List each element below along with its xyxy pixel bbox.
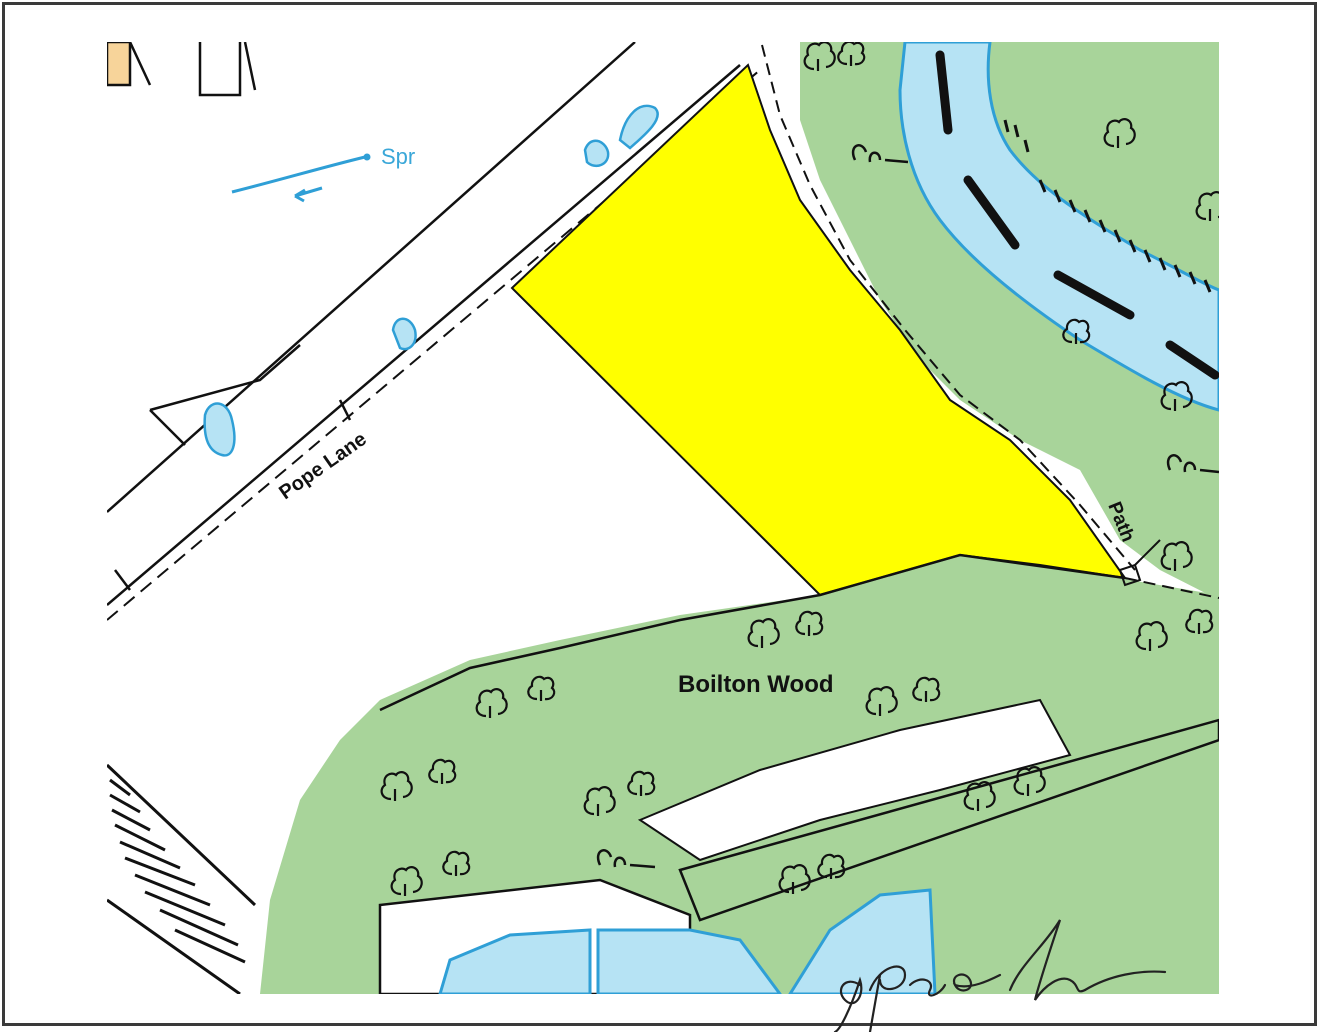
pond-4 — [203, 402, 236, 457]
river-woodland — [800, 42, 1219, 600]
handwritten-signature — [833, 919, 1167, 1032]
river — [898, 42, 1219, 412]
lake-right — [788, 888, 937, 994]
pond-3 — [391, 317, 417, 351]
lake-left — [438, 928, 592, 994]
building — [107, 42, 132, 87]
spring-label: Spr — [381, 144, 415, 169]
footpath — [761, 44, 1136, 571]
pond-1 — [583, 139, 610, 168]
wood-clearing — [637, 698, 1072, 862]
boilton-wood-area — [260, 555, 1219, 994]
pope-lane-road — [107, 64, 741, 606]
lake-middle — [596, 928, 782, 994]
boilton-wood-label: Boilton Wood — [678, 671, 834, 698]
pond-2 — [618, 104, 659, 150]
